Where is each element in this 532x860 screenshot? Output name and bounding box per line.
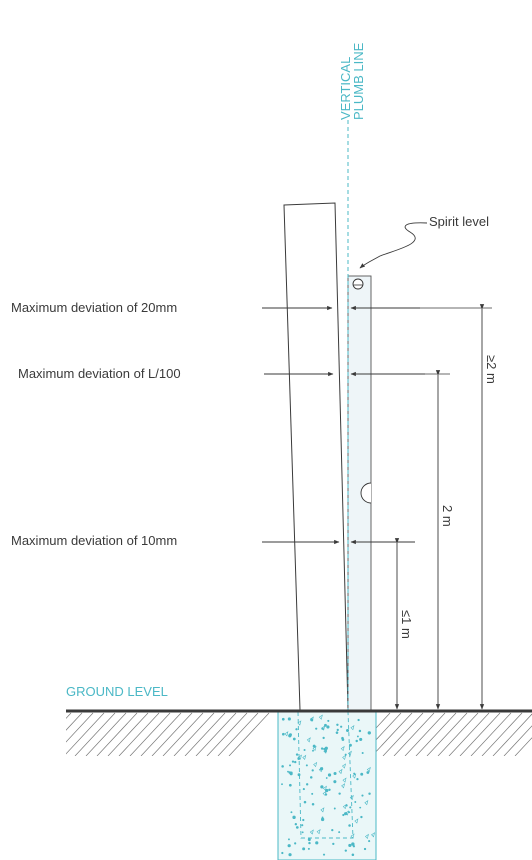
- spirit-level-label: Spirit level: [429, 214, 489, 229]
- leaning-post: [283, 202, 349, 711]
- ground-level-label: GROUND LEVEL: [66, 684, 168, 699]
- concrete-footing: [277, 711, 377, 860]
- ground-hatching: [66, 712, 532, 756]
- dimension-2m: [425, 370, 450, 710]
- dimension-label-ge2m: ≥2 m: [484, 355, 499, 384]
- spirit-level-leader: [359, 222, 428, 269]
- dimension-le1m: [390, 538, 407, 710]
- deviation-label-20mm: Maximum deviation of 20mm: [11, 300, 177, 315]
- spirit-level: [347, 275, 372, 711]
- dimension-label-le1m: ≤1 m: [399, 610, 414, 639]
- deviation-label-10mm: Maximum deviation of 10mm: [11, 533, 177, 548]
- dimension-label-2m: 2 m: [440, 505, 455, 527]
- dimension-ge2m: [420, 304, 492, 710]
- plumb-line-label: VERTICAL PLUMB LINE: [338, 42, 366, 120]
- deviation-label-l100: Maximum deviation of L/100: [18, 366, 181, 381]
